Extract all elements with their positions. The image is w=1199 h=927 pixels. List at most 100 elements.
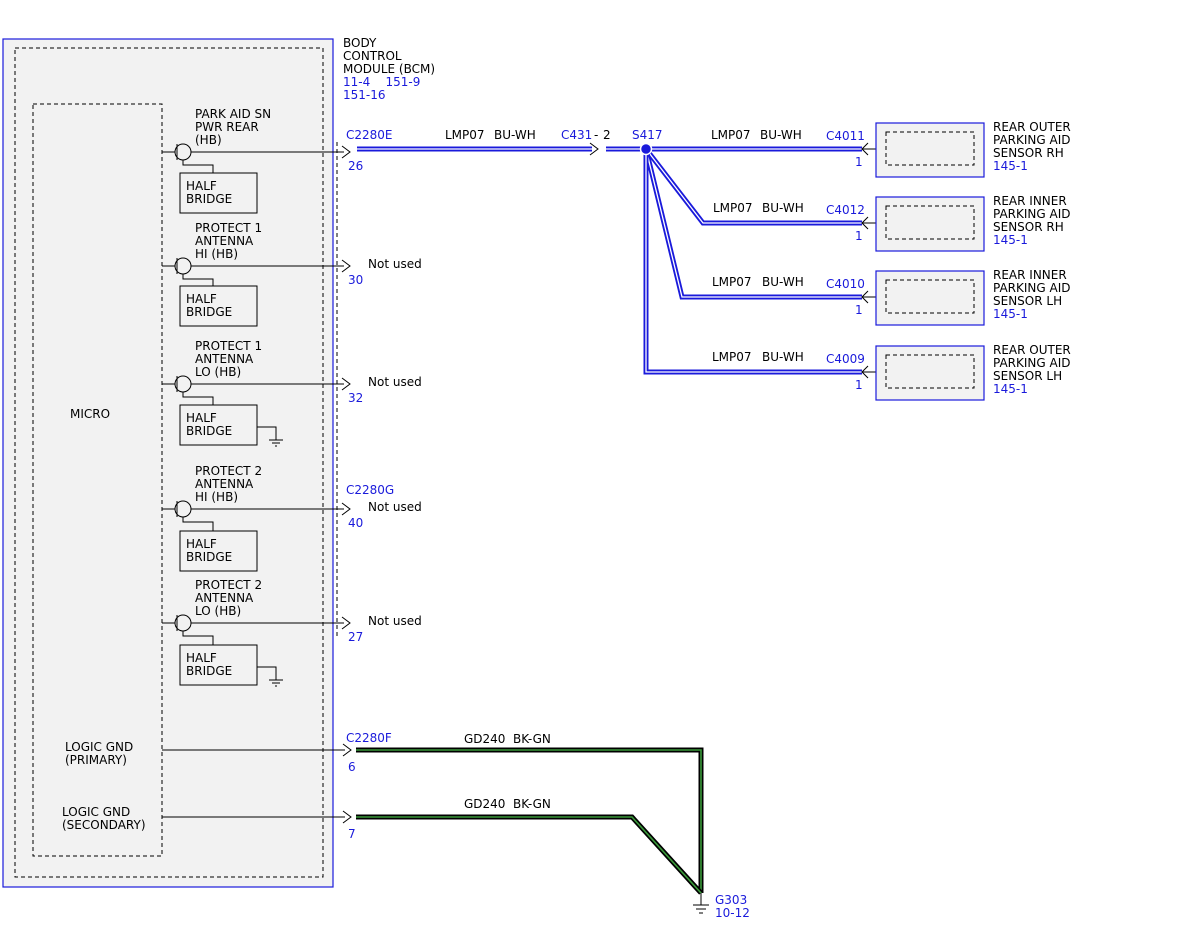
- sensor-name-line: PARKING AID: [993, 133, 1071, 147]
- sensor-ref[interactable]: 145-1: [993, 382, 1028, 396]
- pin-30: 30: [348, 273, 363, 287]
- logic-gnd-primary-line1: LOGIC GND: [65, 740, 133, 754]
- sensor-pin: 1: [855, 229, 863, 243]
- half-bridge-box: [179, 404, 258, 446]
- sensor-name-line: SENSOR RH: [993, 146, 1064, 160]
- sensor-box[interactable]: [875, 270, 985, 326]
- half-bridge-line2: BRIDGE: [186, 550, 232, 564]
- connector-c2280f[interactable]: C2280F: [346, 731, 392, 745]
- sensor-name-line: SENSOR LH: [993, 294, 1062, 308]
- splice-dot[interactable]: [639, 142, 653, 156]
- ground-wires: [162, 743, 709, 914]
- sensor-name-line: PARKING AID: [993, 356, 1071, 370]
- half-bridge-box: [179, 172, 258, 214]
- logic-gnd-secondary-line2: (SECONDARY): [62, 818, 146, 832]
- half-bridge-line1: HALF: [186, 537, 217, 551]
- sensor-connector[interactable]: C4009: [826, 352, 865, 366]
- micro-label: MICRO: [70, 407, 110, 421]
- sensor-wire-color: BU-WH: [762, 201, 804, 215]
- bcm-title-line3: MODULE (BCM): [343, 62, 435, 76]
- sensor-connector[interactable]: C4012: [826, 203, 865, 217]
- bcm-title-line1: BODY: [343, 36, 377, 50]
- pin-32: 32: [348, 391, 363, 405]
- sensor-connector[interactable]: C4011: [826, 129, 865, 143]
- circuit-label-line: PROTECT 2: [195, 578, 262, 592]
- circuit-label-line: ANTENNA: [195, 591, 254, 605]
- circuit-label-line: PWR REAR: [195, 120, 259, 134]
- main-wire-color: BU-WH: [494, 128, 536, 142]
- sensor-pin: 1: [855, 378, 863, 392]
- circuit-label-line: ANTENNA: [195, 352, 254, 366]
- bcm-title-line2: CONTROL: [343, 49, 402, 63]
- main-wire-lmp07: [357, 142, 646, 156]
- circuit-label-line: HI (HB): [195, 490, 238, 504]
- sensor-ref[interactable]: 145-1: [993, 159, 1028, 173]
- sensor-box[interactable]: [875, 196, 985, 252]
- circuit-label-line: PARK AID SN: [195, 107, 271, 121]
- sensor-box[interactable]: [875, 122, 985, 178]
- logic-gnd-primary-line2: (PRIMARY): [65, 753, 127, 767]
- circuit-label-line: ANTENNA: [195, 477, 254, 491]
- ground-ref[interactable]: 10-12: [715, 906, 750, 920]
- half-bridge-box: [179, 644, 258, 686]
- connector-c431[interactable]: C431: [561, 128, 592, 142]
- sensor-box[interactable]: [875, 345, 985, 401]
- splice-branches: [643, 146, 862, 375]
- sensor-wire-color: BU-WH: [760, 128, 802, 142]
- half-bridge-line1: HALF: [186, 411, 217, 425]
- sensor-wire-circuit: LMP07: [713, 201, 753, 215]
- sensor-wire-circuit: LMP07: [712, 275, 752, 289]
- pin-7: 7: [348, 827, 356, 841]
- pin-27: 27: [348, 630, 363, 644]
- c431-pin: 2: [603, 128, 611, 142]
- pin-6: 6: [348, 760, 356, 774]
- connector-c2280g[interactable]: C2280G: [346, 483, 394, 497]
- not-used-label: Not used: [368, 257, 422, 271]
- circuit-label-line: (HB): [195, 133, 222, 147]
- half-bridge-box: [179, 530, 258, 572]
- half-bridge-line2: BRIDGE: [186, 192, 232, 206]
- sensor-pin: 1: [855, 303, 863, 317]
- connector-c2280e[interactable]: C2280E: [346, 128, 393, 142]
- micro-box: [32, 103, 163, 857]
- gnd-secondary-circuit: GD240: [464, 797, 505, 811]
- bcm-refs-line1[interactable]: 11-4 151-9: [343, 75, 420, 89]
- sensor-name-line: REAR INNER: [993, 268, 1067, 282]
- sensor-wire-circuit: LMP07: [711, 128, 751, 142]
- half-bridge-line1: HALF: [186, 651, 217, 665]
- sensor-wire-color: BU-WH: [762, 275, 804, 289]
- circuit-label-line: PROTECT 1: [195, 339, 262, 353]
- sensor-wire-color: BU-WH: [762, 350, 804, 364]
- gnd-primary-circuit: GD240: [464, 732, 505, 746]
- bcm-refs-line2[interactable]: 151-16: [343, 88, 386, 102]
- half-bridge-line1: HALF: [186, 179, 217, 193]
- sensor-name-line: REAR OUTER: [993, 120, 1071, 134]
- sensor-pin: 1: [855, 155, 863, 169]
- sensor-name-line: REAR OUTER: [993, 343, 1071, 357]
- gnd-secondary-color: BK-GN: [513, 797, 551, 811]
- sensor-connector[interactable]: C4010: [826, 277, 865, 291]
- sensor-wire-circuit: LMP07: [712, 350, 752, 364]
- splice-s417[interactable]: S417: [632, 128, 663, 142]
- ground-g303[interactable]: G303: [715, 893, 747, 907]
- circuit-label-line: HI (HB): [195, 247, 238, 261]
- sensor-ref[interactable]: 145-1: [993, 307, 1028, 321]
- sensor-name-line: SENSOR LH: [993, 369, 1062, 383]
- sensor-name-line: REAR INNER: [993, 194, 1067, 208]
- circuit-label-line: ANTENNA: [195, 234, 254, 248]
- main-wire-circuit: LMP07: [445, 128, 485, 142]
- sensor-name-line: SENSOR RH: [993, 220, 1064, 234]
- sensor-ref[interactable]: 145-1: [993, 233, 1028, 247]
